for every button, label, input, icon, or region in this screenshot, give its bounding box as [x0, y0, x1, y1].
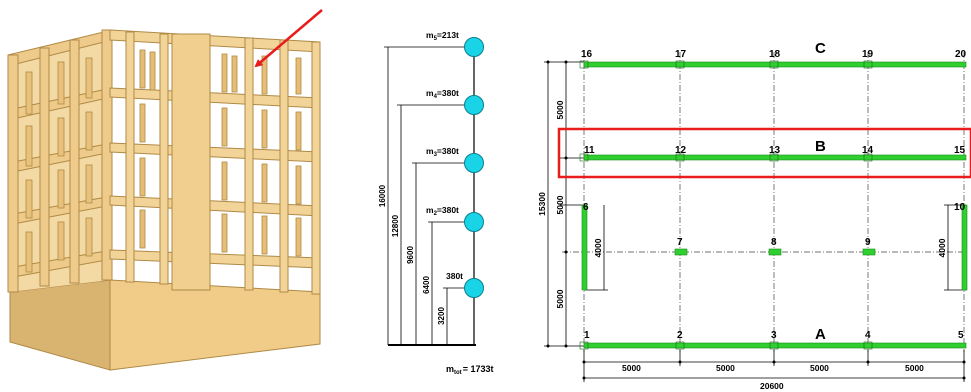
height-label-9600: 9600 [406, 246, 415, 264]
plan-dimension-lines [544, 61, 966, 382]
right-inner-columns [139, 49, 302, 257]
dim-bottom-span-2: 5000 [716, 363, 735, 373]
mass-label-2: m2=380t [426, 205, 459, 217]
right-face-frame [109, 29, 321, 295]
node-label-9: 9 [865, 237, 871, 248]
node-label-5: 5 [958, 330, 964, 341]
node-label-13: 13 [769, 145, 781, 156]
mass-node-5 [464, 37, 484, 57]
red-pointer-arrow [254, 9, 323, 68]
node-label-20: 20 [955, 49, 967, 60]
mass-node-1 [464, 278, 484, 298]
wall-left [581, 204, 588, 291]
height-label-3200: 3200 [437, 307, 446, 325]
height-label-6400: 6400 [422, 276, 431, 294]
node-label-7: 7 [677, 237, 683, 248]
height-label-12800: 12800 [391, 214, 400, 237]
node-label-11: 11 [584, 145, 595, 156]
dim-bottom-span-1: 5000 [622, 363, 641, 373]
node-label-15: 15 [954, 145, 966, 156]
dim-left-total: 15300 [537, 192, 547, 216]
inner-columns [25, 57, 93, 273]
column-node-8 [768, 248, 782, 256]
mass-label-3: m3=380t [426, 146, 459, 158]
wall-line-a [583, 342, 967, 349]
foundation-block-front [9, 279, 111, 371]
core-wall [171, 33, 211, 291]
total-mass-label: mtot= 1733t [446, 364, 493, 376]
dim-wall-left: 4000 [593, 238, 603, 257]
dim-bottom-span-3: 5000 [810, 363, 829, 373]
axis-label-a: A [815, 326, 826, 343]
floor-plan: C B A 16 17 18 19 20 11 12 13 14 15 6 7 … [537, 40, 971, 391]
node-label-4: 4 [865, 330, 871, 341]
wall-right [961, 204, 968, 291]
node-label-2: 2 [677, 330, 683, 341]
node-label-3: 3 [771, 330, 777, 341]
highlight-axis-b [557, 127, 971, 179]
building-3d-model [7, 9, 323, 371]
dim-left-span-2: 5000 [555, 195, 565, 214]
dim-left-span-3: 5000 [555, 289, 565, 308]
node-label-1: 1 [584, 330, 590, 341]
height-label-16000: 16000 [378, 184, 387, 207]
node-label-19: 19 [862, 49, 874, 60]
axis-label-b: B [815, 138, 826, 155]
wall-line-b [583, 154, 967, 161]
node-label-14: 14 [862, 145, 874, 156]
mass-node-2 [464, 212, 484, 232]
wall-line-c [583, 61, 967, 68]
dim-left-span-1: 5000 [555, 100, 565, 119]
mass-node-4 [464, 95, 484, 115]
dim-wall-right: 4000 [937, 238, 947, 257]
wall-node-markers [579, 60, 873, 350]
mass-node-3 [464, 153, 484, 173]
foundation-block-side [109, 279, 321, 371]
dim-bottom-total: 20600 [760, 381, 784, 391]
node-label-6: 6 [583, 202, 589, 213]
column-node-7 [674, 248, 688, 256]
grid-lines [562, 52, 966, 352]
mass-label-4: m4=380t [426, 88, 459, 100]
dimension-ticks [546, 60, 966, 380]
node-label-8: 8 [771, 237, 777, 248]
node-label-17: 17 [675, 49, 687, 60]
column-node-9 [862, 248, 876, 256]
node-label-16: 16 [581, 49, 593, 60]
node-label-10: 10 [954, 202, 966, 213]
mass-label-5: m5=213t [426, 30, 459, 42]
node-label-18: 18 [769, 49, 781, 60]
axis-label-c: C [815, 40, 826, 57]
node-label-12: 12 [675, 145, 687, 156]
height-dimensions [384, 46, 470, 345]
dim-bottom-span-4: 5000 [905, 363, 924, 373]
mass-label-1: 380t [446, 271, 463, 281]
stick-model: m5=213t m4=380t m3=380t m2=380t 380t 160… [378, 30, 493, 376]
